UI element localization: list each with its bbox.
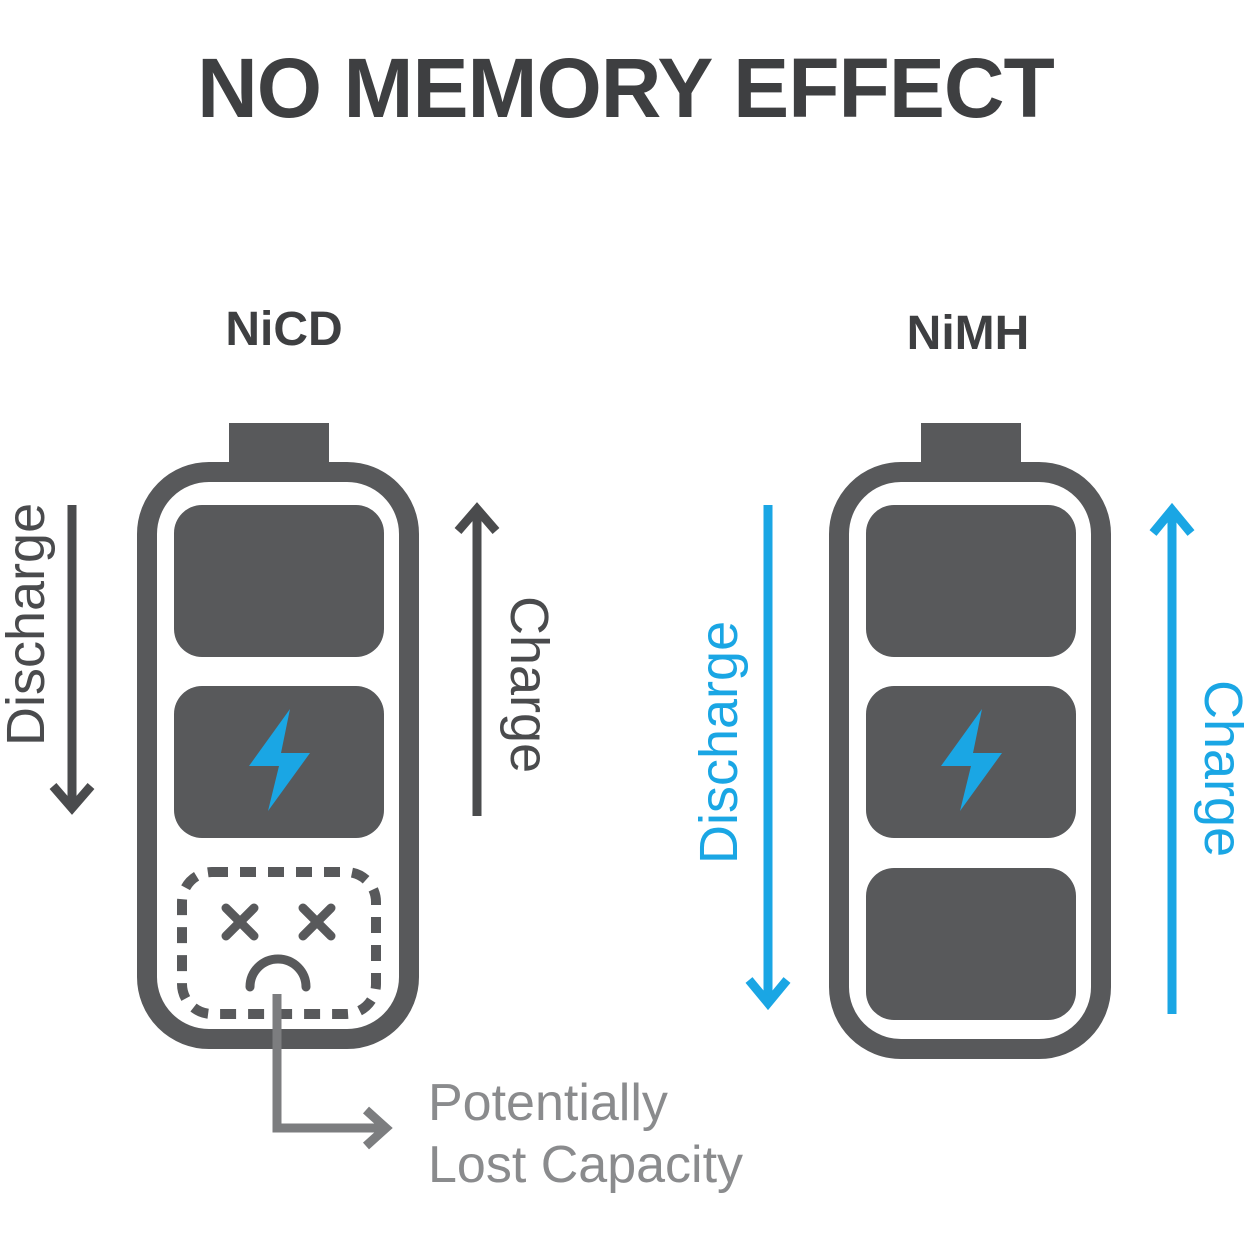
nimh-label: NiMH bbox=[906, 307, 1030, 360]
nicd-label: NiCD bbox=[225, 303, 343, 356]
nicd-lost-cell bbox=[177, 867, 381, 1019]
nimh-discharge-arrow bbox=[745, 505, 791, 1011]
lightning-bolt-icon bbox=[249, 709, 310, 811]
lost-capacity-connector bbox=[272, 994, 384, 1133]
nicd-charge-label: Charge bbox=[499, 596, 559, 773]
lost-capacity-line2: Lost Capacity bbox=[428, 1136, 744, 1194]
nicd-cell-top bbox=[174, 505, 384, 657]
page-title: NO MEMORY EFFECT bbox=[197, 41, 1055, 135]
nicd-discharge-arrow bbox=[49, 505, 95, 815]
nimh-cell-bottom bbox=[866, 868, 1076, 1020]
nimh-cell-top bbox=[866, 505, 1076, 657]
nimh-discharge-label: Discharge bbox=[689, 621, 749, 864]
nicd-battery bbox=[137, 423, 419, 1049]
lost-capacity-line1: Potentially bbox=[428, 1074, 668, 1132]
connector-arrowhead bbox=[362, 1106, 393, 1150]
nimh-battery bbox=[829, 423, 1111, 1059]
nicd-charge-arrow bbox=[454, 502, 500, 816]
nicd-discharge-label: Discharge bbox=[0, 503, 56, 746]
lightning-bolt-icon bbox=[941, 709, 1002, 811]
dead-face-icon bbox=[221, 903, 336, 992]
nimh-charge-arrow bbox=[1149, 502, 1195, 1014]
nimh-charge-label: Charge bbox=[1193, 680, 1251, 857]
lost-capacity-note: Potentially Lost Capacity bbox=[428, 1072, 743, 1196]
